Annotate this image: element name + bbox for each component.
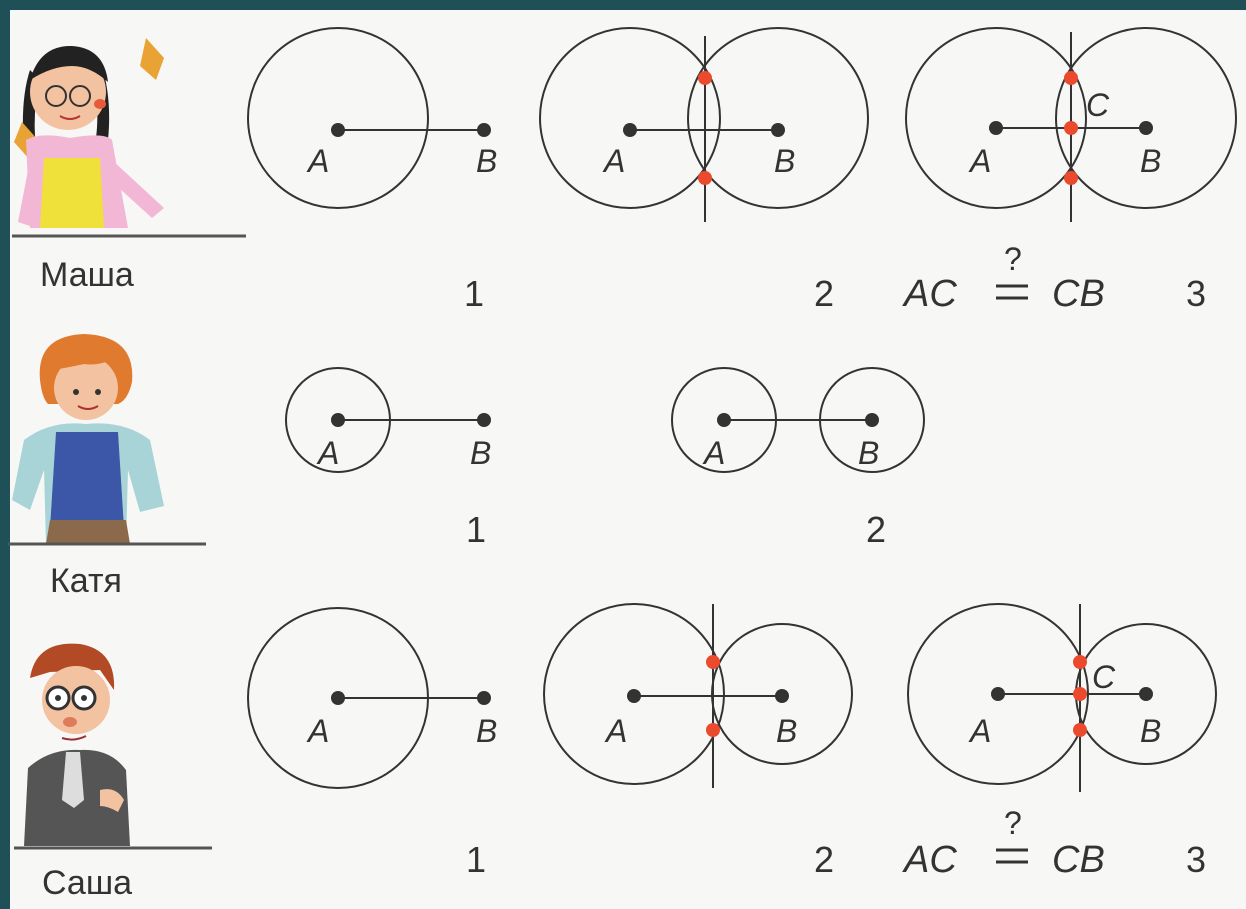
intersection-dot (1064, 71, 1078, 85)
label-a: A (702, 435, 725, 471)
intersection-dot (1064, 171, 1078, 185)
intersection-dot (706, 655, 720, 669)
point-b-dot (477, 691, 491, 705)
point-b-dot (1139, 121, 1153, 135)
label-c: C (1092, 659, 1116, 695)
point-b-dot (477, 123, 491, 137)
point-a-dot (627, 689, 641, 703)
equation-rhs: CB (1052, 273, 1105, 315)
intersection-dot (706, 723, 720, 737)
step-number-1: 1 (466, 839, 486, 880)
point-b-dot (1139, 687, 1153, 701)
label-b: B (1140, 143, 1161, 179)
label-a: A (306, 713, 329, 749)
point-a-dot (989, 121, 1003, 135)
katya-step1-construction (285, 367, 484, 473)
label-b: B (776, 713, 797, 749)
katya-step2-construction (671, 367, 925, 473)
student-name-sasha: Саша (42, 864, 132, 902)
sasha-step2-construction (543, 603, 853, 788)
label-a: A (316, 435, 339, 471)
label-c: C (1086, 87, 1110, 123)
step-number-1: 1 (466, 509, 486, 550)
label-b: B (476, 713, 497, 749)
equation-question-mark: ? (1004, 241, 1022, 277)
intersection-dot (1073, 655, 1087, 669)
label-b: B (1140, 713, 1161, 749)
step-number-2: 2 (814, 839, 834, 880)
equation-lhs: AC (902, 839, 957, 881)
midpoint-c-dot (1064, 121, 1078, 135)
point-a-dot (331, 413, 345, 427)
step-number-3: 3 (1186, 839, 1206, 880)
label-b: B (476, 143, 497, 179)
step-number-1: 1 (464, 273, 484, 314)
point-a-dot (331, 691, 345, 705)
label-a: A (306, 143, 329, 179)
intersection-dot (698, 171, 712, 185)
point-a-dot (331, 123, 345, 137)
label-a: A (968, 713, 991, 749)
point-a-dot (717, 413, 731, 427)
equation-sasha: AC ? CB (902, 805, 1105, 881)
label-b: B (858, 435, 879, 471)
intersection-dot (698, 71, 712, 85)
point-b-dot (775, 689, 789, 703)
masha-step2-construction (539, 27, 869, 222)
step-number-2: 2 (814, 273, 834, 314)
sasha-step3-construction (907, 603, 1217, 792)
intersection-dot (1073, 723, 1087, 737)
step-number-3: 3 (1186, 273, 1206, 314)
label-a: A (604, 713, 627, 749)
avatar-katya (12, 334, 164, 544)
avatar-sasha (24, 643, 130, 846)
point-c-dot (1073, 687, 1087, 701)
label-a: A (968, 143, 991, 179)
textbook-page (10, 10, 1246, 909)
point-b-dot (771, 123, 785, 137)
equation-masha: AC ? CB (902, 241, 1105, 315)
masha-step1-construction (247, 27, 484, 209)
equation-lhs: AC (902, 273, 957, 315)
avatar-masha (14, 38, 164, 228)
label-a: A (602, 143, 625, 179)
student-name-katya: Катя (50, 562, 122, 600)
point-a-dot (623, 123, 637, 137)
point-b-dot (865, 413, 879, 427)
point-a-dot (991, 687, 1005, 701)
label-b: B (774, 143, 795, 179)
point-b-dot (477, 413, 491, 427)
student-name-masha: Маша (40, 256, 134, 294)
label-b: B (470, 435, 491, 471)
step-number-2: 2 (866, 509, 886, 550)
equation-rhs: CB (1052, 839, 1105, 881)
equation-question-mark: ? (1004, 805, 1022, 841)
sasha-step1-construction (247, 607, 484, 789)
